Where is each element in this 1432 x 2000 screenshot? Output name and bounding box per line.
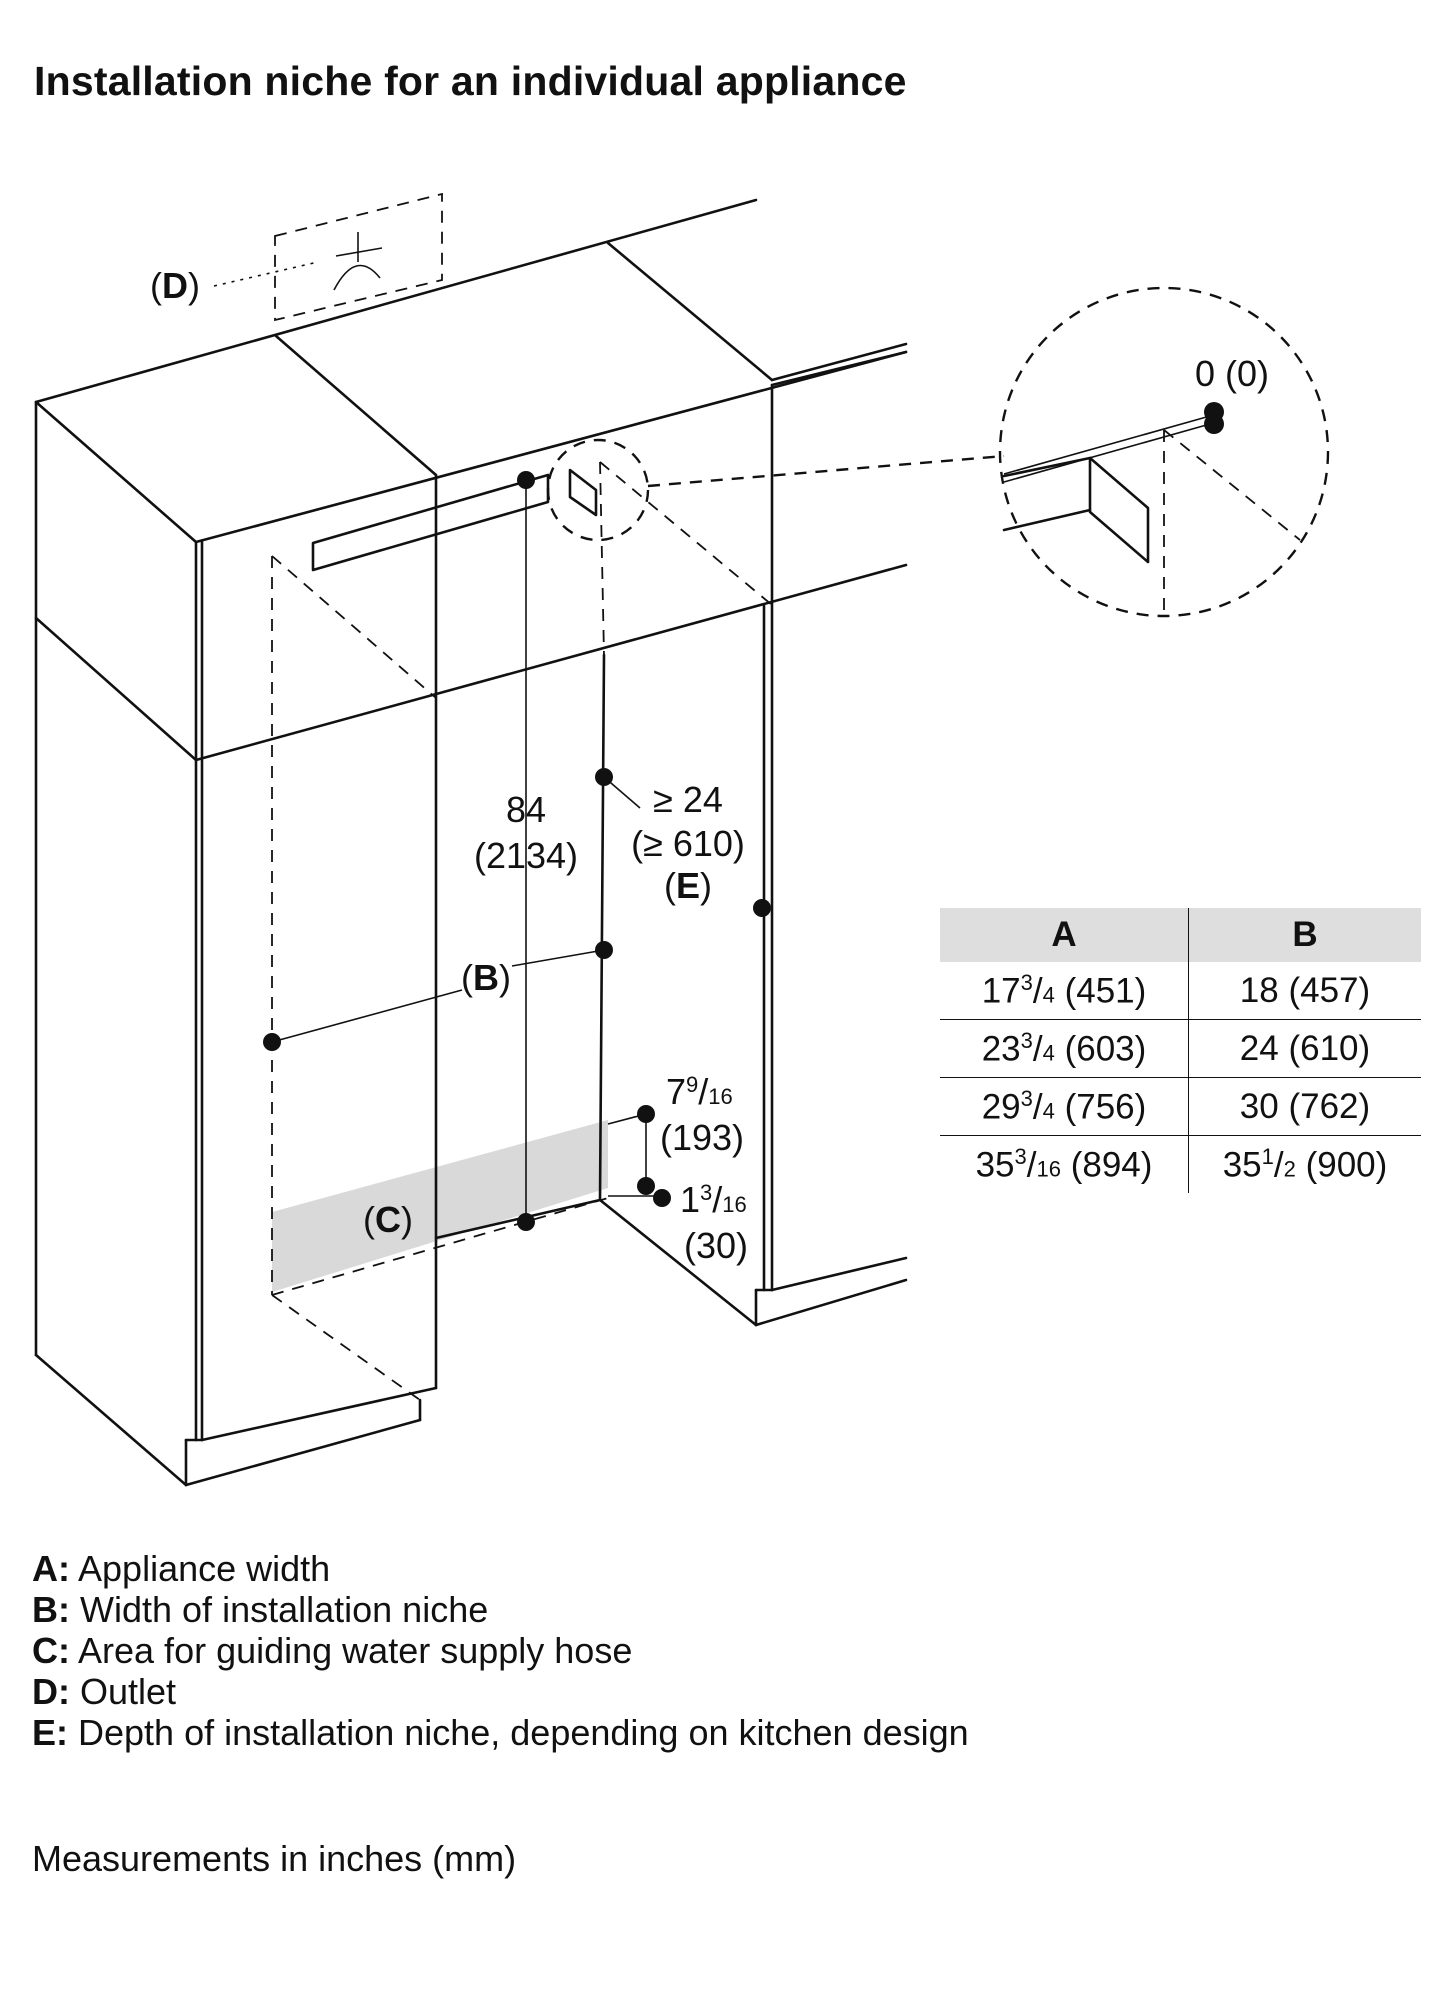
dimension-depth — [595, 768, 771, 917]
height-in-label: 84 — [506, 789, 546, 830]
installation-niche-diagram: (D) 84 (2134) ≥ 24 (≥ 610) (E) (B) (C) 7… — [34, 192, 1330, 1487]
header-b: B — [1188, 908, 1421, 962]
table-cell-a: 173/4 (451) — [940, 962, 1189, 1020]
table-cell-a: 293/4 (756) — [940, 1077, 1189, 1136]
depth-in-label: ≥ 24 — [653, 779, 723, 820]
legend-item-a: A: Appliance width — [32, 1548, 331, 1589]
legend-item-b: B: Width of installation niche — [32, 1589, 489, 1630]
mounting-rail — [311, 468, 598, 572]
height-mm-label: (2134) — [474, 835, 578, 876]
table-cell-a: 233/4 (603) — [940, 1019, 1189, 1078]
hose-lower-in-label: 13/16 — [680, 1179, 747, 1220]
depth-mm-label: (≥ 610) — [631, 823, 745, 864]
dimension-width-b — [263, 941, 613, 1051]
hose-guide-area — [272, 1120, 608, 1292]
dimension-hose — [607, 1105, 671, 1207]
legend-item-e: E: Depth of installation niche, dependin… — [32, 1712, 969, 1753]
page-title: Installation niche for an individual app… — [34, 58, 907, 104]
header-a: A — [940, 908, 1189, 962]
table-cell-b: 24 (610) — [1188, 1019, 1421, 1078]
outlet-symbol — [213, 192, 443, 322]
callout-b: (B) — [461, 957, 511, 998]
table-row: 233/4 (603) 24 (610) — [940, 1019, 1421, 1078]
niche-hidden-edges — [271, 461, 773, 1401]
legend: A: Appliance width B: Width of installat… — [32, 1548, 969, 1753]
hose-upper-mm-label: (193) — [660, 1117, 744, 1158]
dimension-table: A B 173/4 (451) 18 (457) 233/4 (603) 24 … — [940, 908, 1421, 1193]
table-cell-b: 351/2 (900) — [1222, 1143, 1388, 1185]
detail-callout — [546, 286, 1330, 618]
callout-e: (E) — [664, 865, 712, 906]
callout-c: (C) — [363, 1199, 413, 1240]
dimension-height — [517, 471, 535, 1231]
table-row: 293/4 (756) 30 (762) — [940, 1077, 1421, 1136]
measurement-note: Measurements in inches (mm) — [32, 1838, 517, 1879]
table-row: 353/16 (894) 351/2 (900) — [940, 1135, 1421, 1193]
table-cell-a: 353/16 (894) — [940, 1135, 1189, 1193]
table-cell-b: 30 (762) — [1188, 1077, 1421, 1136]
detail-zero-label: 0 (0) — [1195, 353, 1269, 394]
legend-item-c: C: Area for guiding water supply hose — [32, 1630, 633, 1671]
table-header-row: A B — [940, 908, 1421, 962]
callout-d: (D) — [150, 265, 200, 306]
right-cabinet — [754, 383, 908, 1327]
top-soffit — [34, 198, 908, 762]
table-cell-b: 18 (457) — [1188, 962, 1421, 1020]
legend-item-d: D: Outlet — [32, 1671, 177, 1712]
hose-lower-mm-label: (30) — [684, 1225, 748, 1266]
left-cabinet — [34, 400, 438, 1487]
hose-upper-in-label: 79/16 — [666, 1071, 733, 1112]
table-row: 173/4 (451) 18 (457) — [940, 962, 1421, 1020]
